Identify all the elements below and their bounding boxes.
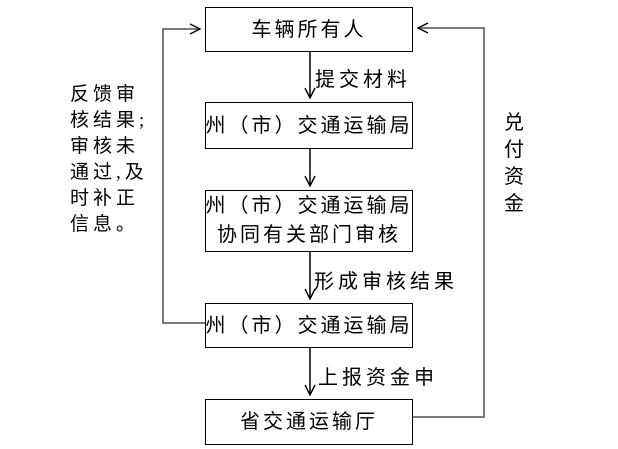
- payment-note-char: 兑: [504, 112, 524, 134]
- node-city-bureau-receive-label: 州（市）交通运输局: [205, 114, 413, 137]
- edge-label-report-fund-application: 上报资金申: [318, 367, 438, 389]
- feedback-note-line: 核结果;: [70, 110, 149, 131]
- feedback-note-line: 时补正: [70, 188, 140, 209]
- edge-label-submit-materials: 提交材料: [315, 69, 411, 91]
- feedback-note-line: 通过,及: [70, 162, 148, 183]
- payment-note-char: 付: [504, 139, 524, 161]
- node-city-bureau-result: 州（市）交通运输局: [205, 303, 413, 348]
- payment-note: 兑 付 资 金: [502, 110, 526, 218]
- feedback-note: 反馈审 核结果; 审核未 通过,及 时补正 信息。: [70, 82, 148, 238]
- feedback-loop-line: [162, 29, 205, 324]
- feedback-note-line: 信息。: [70, 214, 140, 235]
- node-vehicle-owner-label: 车辆所有人: [251, 18, 367, 41]
- node-vehicle-owner: 车辆所有人: [205, 7, 413, 52]
- node-city-bureau-result-label: 州（市）交通运输局: [205, 314, 413, 337]
- node-city-bureau-receive: 州（市）交通运输局: [205, 102, 413, 149]
- node-city-bureau-review-line1: 州（市）交通运输局: [205, 195, 413, 217]
- payment-loop-line: [413, 28, 485, 418]
- feedback-note-line: 反馈审: [70, 84, 140, 105]
- node-city-bureau-review-line2: 协同有关部门审核: [217, 224, 401, 246]
- payment-note-char: 金: [504, 193, 524, 215]
- node-city-bureau-review: 州（市）交通运输局 协同有关部门审核: [205, 190, 413, 252]
- node-provincial-dept-label: 省交通运输厅: [240, 411, 378, 433]
- payment-note-char: 资: [504, 166, 524, 188]
- edge-label-form-review-result: 形成审核结果: [314, 271, 458, 293]
- feedback-note-line: 审核未: [70, 136, 140, 157]
- node-provincial-dept: 省交通运输厅: [205, 399, 413, 445]
